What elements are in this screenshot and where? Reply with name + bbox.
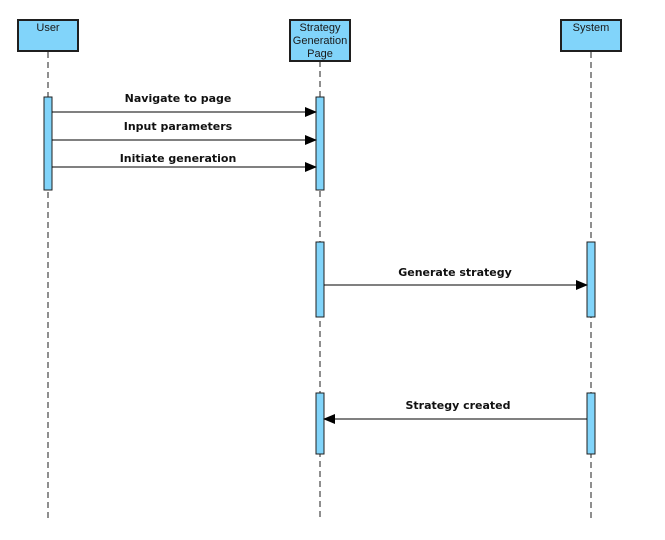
participant-strategy-generation-page: Strategy Generation Page (289, 19, 351, 62)
activation-user (43, 96, 53, 191)
message-label-4: Generate strategy (398, 266, 512, 279)
message-label-2: Input parameters (123, 120, 233, 133)
activation-system-2 (586, 392, 596, 455)
activation-page-2 (315, 241, 325, 318)
participant-user: User (17, 19, 79, 52)
activation-page-3 (315, 392, 325, 455)
activation-page-1 (315, 96, 325, 191)
activation-system-1 (586, 241, 596, 318)
message-label-3: Initiate generation (119, 152, 237, 165)
participant-system: System (560, 19, 622, 52)
participant-user-label: User (36, 22, 60, 34)
participant-page-label: Strategy Generation Page (292, 22, 348, 60)
message-label-1: Navigate to page (124, 92, 232, 105)
participant-system-label: System (572, 22, 610, 34)
message-label-5: Strategy created (405, 399, 511, 412)
